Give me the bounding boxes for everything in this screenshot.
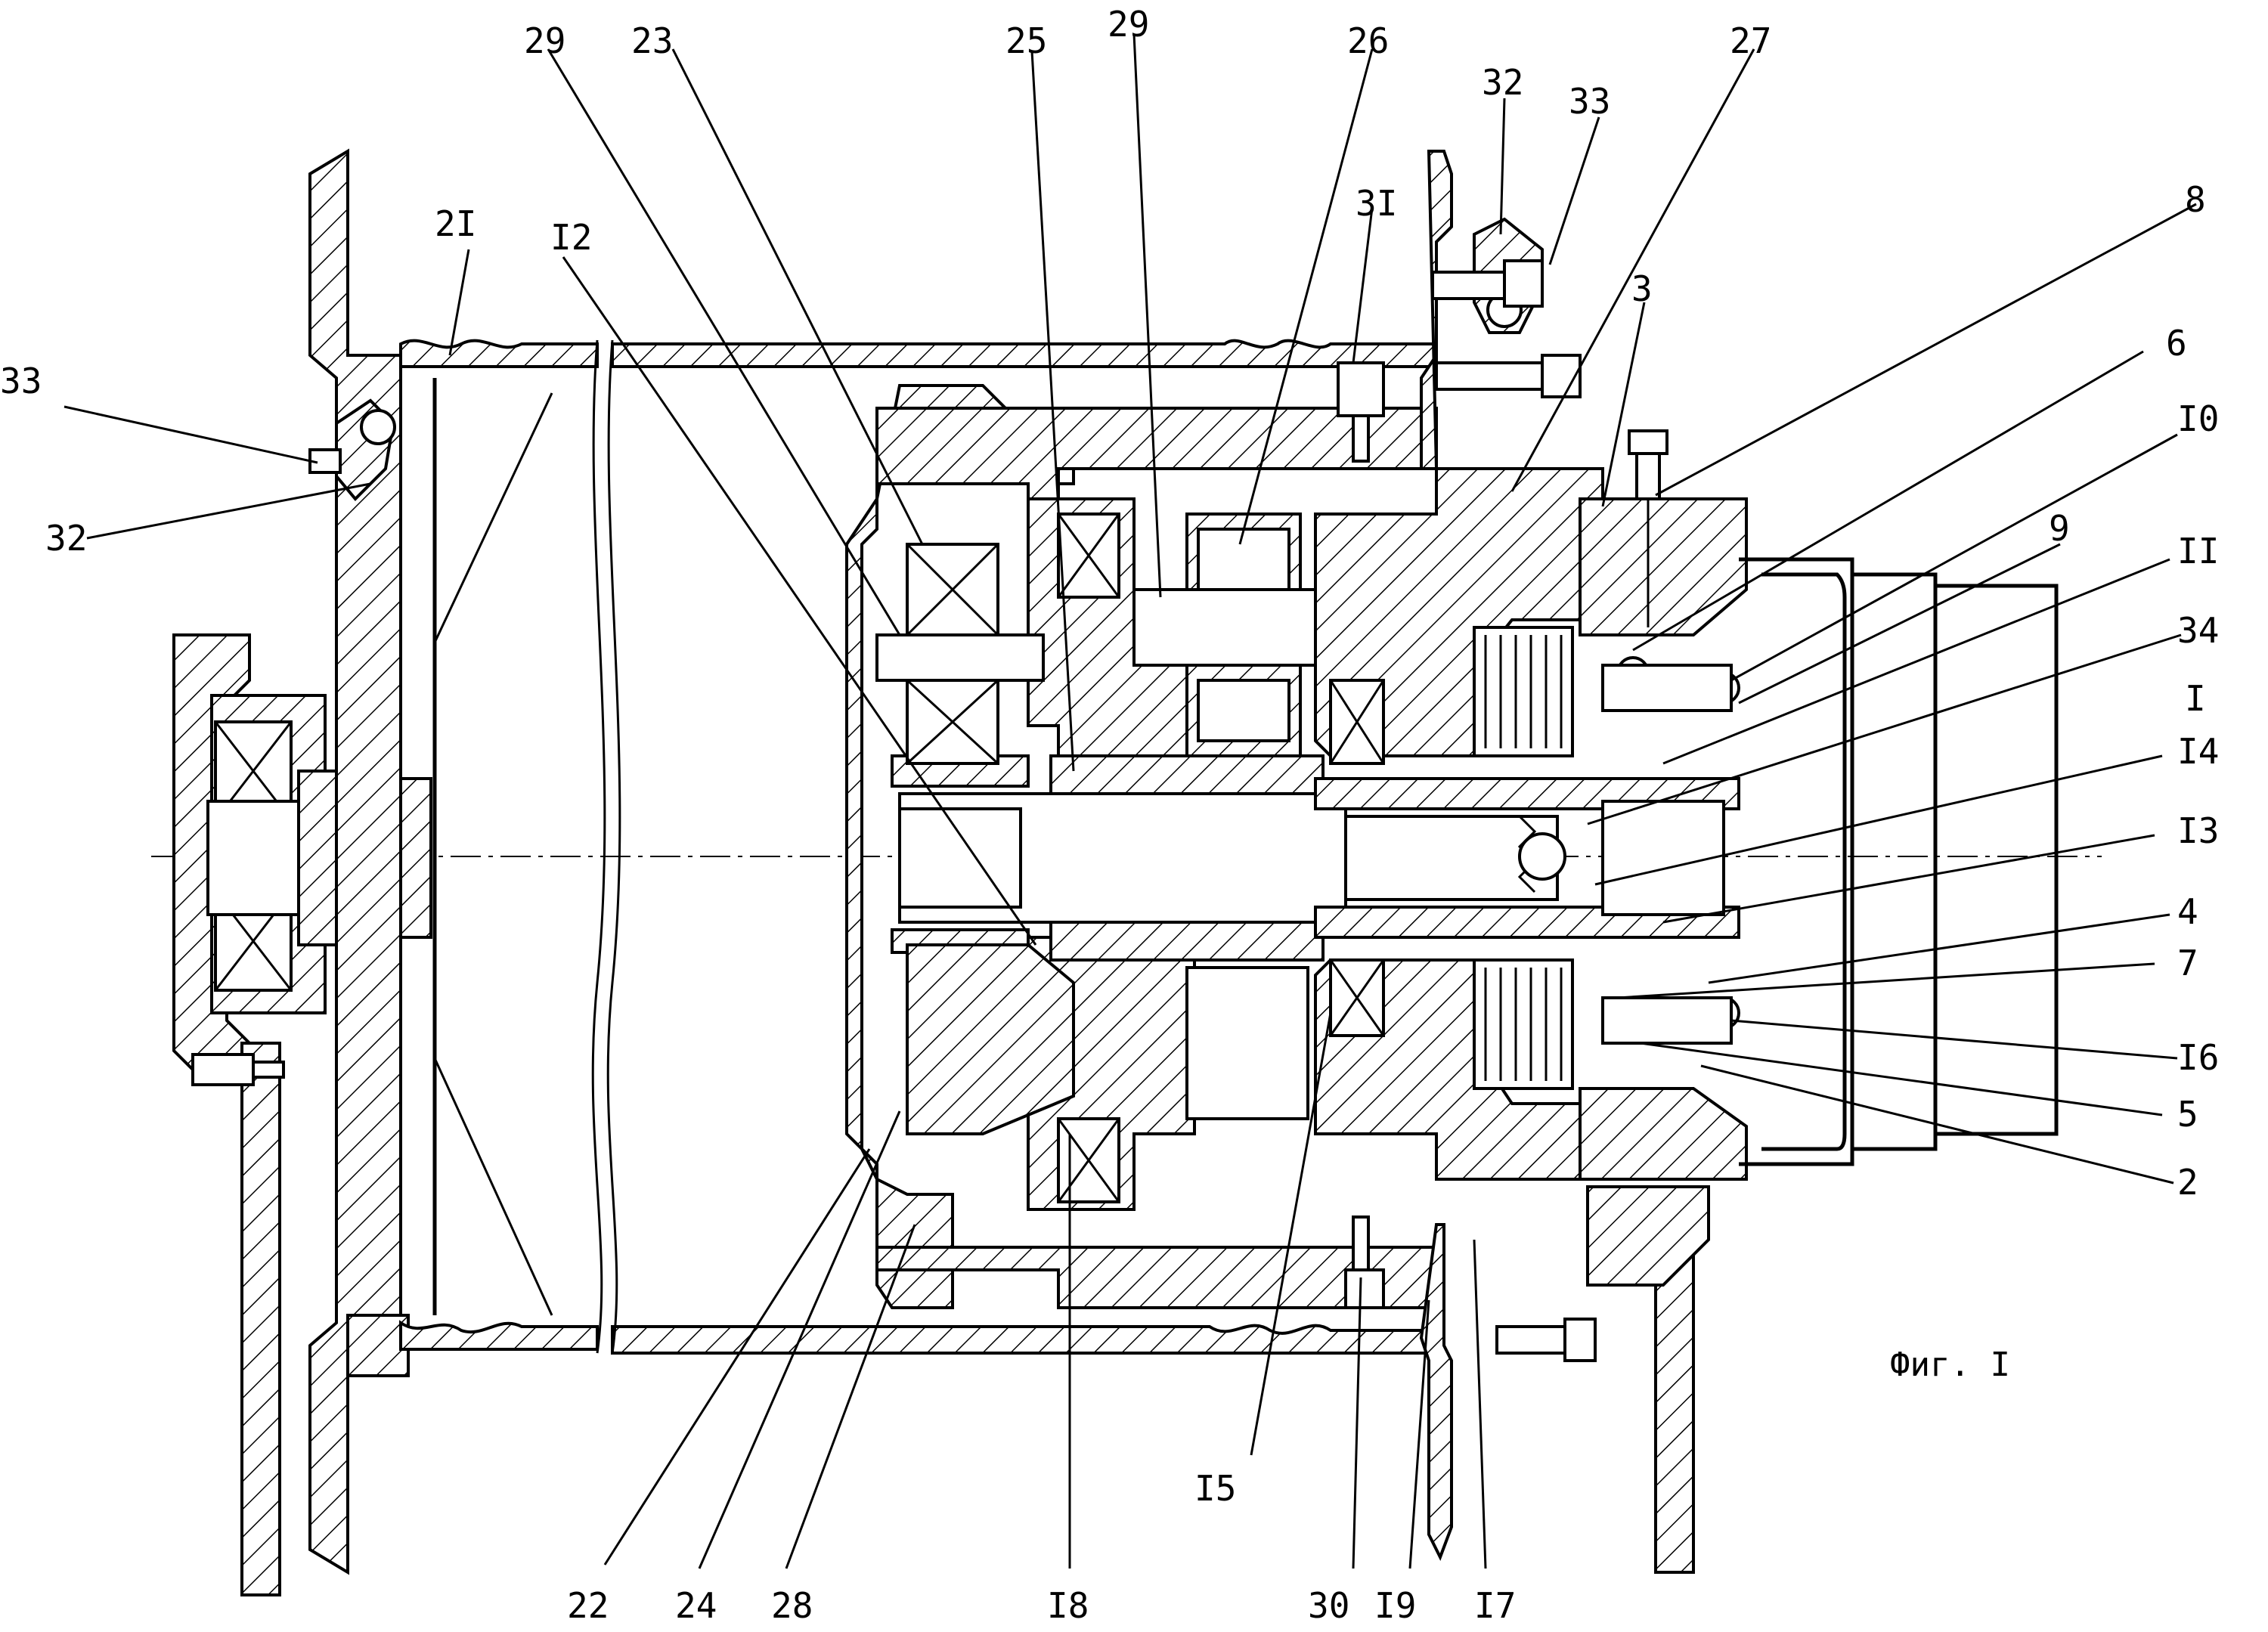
label-16: I6 bbox=[2177, 1037, 2219, 1078]
label-28: 28 bbox=[771, 1585, 813, 1626]
label-30: 30 bbox=[1308, 1585, 1349, 1626]
drum-shell bbox=[399, 339, 1438, 1355]
label-34: 34 bbox=[2177, 610, 2219, 651]
label-23: 23 bbox=[631, 20, 673, 61]
label-2: 2 bbox=[2177, 1162, 2198, 1203]
label-3: 3 bbox=[1631, 268, 1653, 309]
label-29-right: 29 bbox=[1108, 4, 1149, 45]
label-5: 5 bbox=[2177, 1094, 2198, 1135]
label-14: I4 bbox=[2177, 731, 2219, 772]
label-29-left: 29 bbox=[524, 20, 565, 61]
label-27: 27 bbox=[1730, 20, 1771, 61]
electric-motor bbox=[1739, 557, 2059, 1166]
leader-lines bbox=[64, 33, 2197, 1569]
label-9: 9 bbox=[2049, 508, 2070, 549]
label-32-right: 32 bbox=[1482, 62, 1523, 103]
label-33-right: 33 bbox=[1569, 81, 1610, 122]
label-12: I2 bbox=[550, 217, 592, 258]
friction-disc-stack-lower bbox=[1473, 958, 1574, 1090]
label-6: 6 bbox=[2166, 323, 2187, 364]
label-24: 24 bbox=[675, 1585, 717, 1626]
label-32-left: 32 bbox=[45, 518, 87, 559]
label-7: 7 bbox=[2177, 943, 2198, 983]
label-8: 8 bbox=[2185, 179, 2206, 220]
label-31: 3I bbox=[1356, 183, 1397, 224]
figure-caption: Фиг. I bbox=[1890, 1346, 2010, 1384]
label-17: I7 bbox=[1474, 1585, 1516, 1626]
label-21: 2I bbox=[435, 203, 476, 244]
label-13: I3 bbox=[2177, 810, 2219, 851]
drum-right-flange bbox=[1337, 150, 1710, 1574]
label-22: 22 bbox=[567, 1585, 609, 1626]
callout-labels: 33 32 2I I2 29 23 25 29 26 3I 32 33 27 8… bbox=[0, 4, 2219, 1626]
label-33-left: 33 bbox=[0, 361, 42, 401]
friction-disc-stack-upper bbox=[1473, 626, 1574, 757]
label-19: I9 bbox=[1374, 1585, 1416, 1626]
label-4: 4 bbox=[2177, 891, 2198, 932]
label-11: II bbox=[2177, 531, 2219, 571]
label-18: I8 bbox=[1047, 1585, 1089, 1626]
label-15: I5 bbox=[1194, 1468, 1236, 1509]
label-26: 26 bbox=[1347, 20, 1389, 61]
label-10: I0 bbox=[2177, 398, 2219, 439]
label-1: I bbox=[2185, 678, 2206, 719]
label-25: 25 bbox=[1005, 20, 1047, 61]
central-shaft bbox=[898, 754, 1740, 962]
